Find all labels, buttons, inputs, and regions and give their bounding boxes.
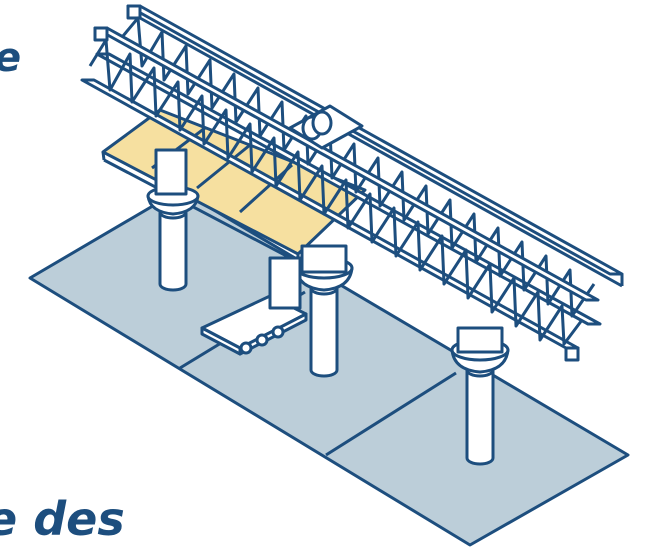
truss-girder-front: [80, 26, 600, 362]
bridge-pier-3: [450, 338, 510, 466]
heading-fragment-top: e: [0, 38, 21, 78]
heading-fragment-bottom: e des: [0, 492, 125, 546]
winch-icon: [288, 104, 364, 150]
trolley-icon: [200, 256, 308, 356]
pier-support-frames: [154, 148, 504, 354]
deck-formwork: [101, 108, 367, 264]
